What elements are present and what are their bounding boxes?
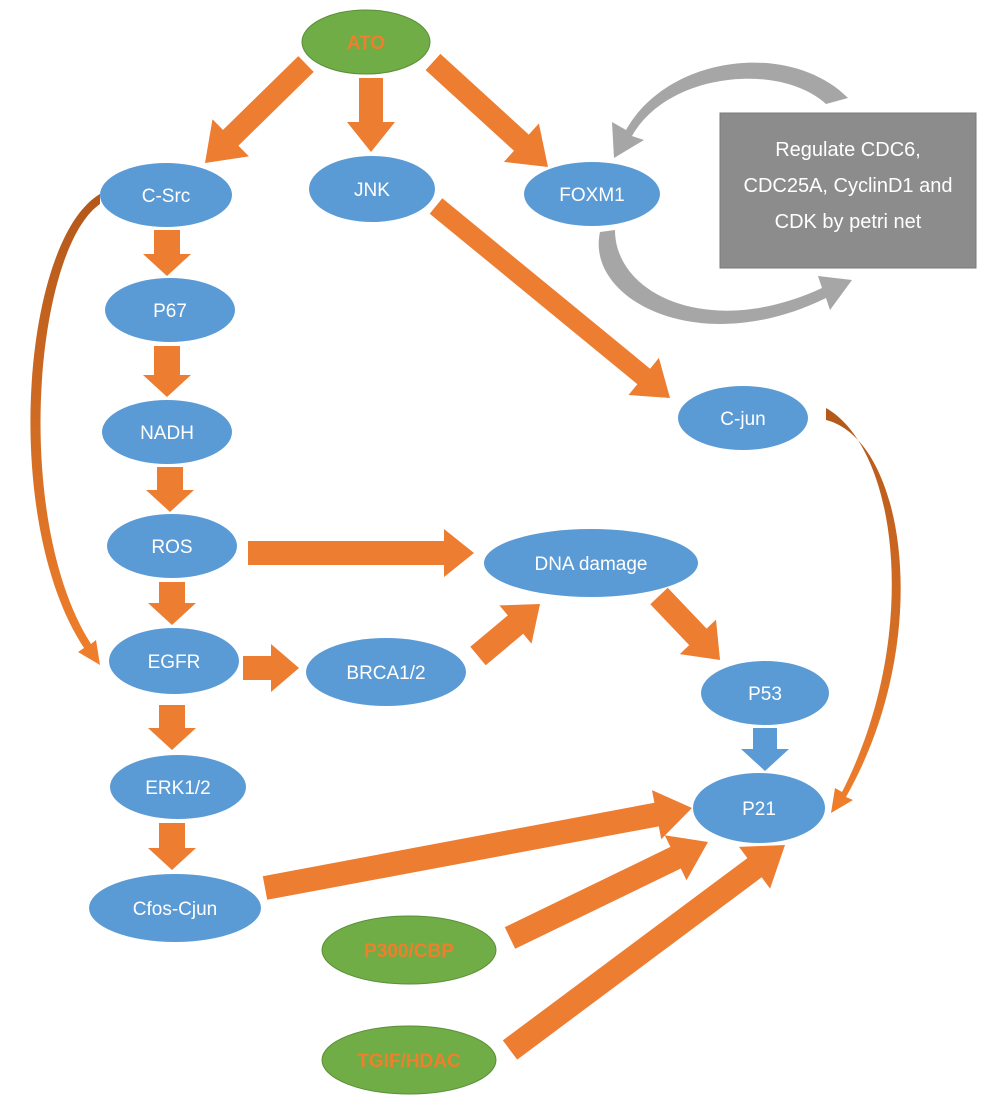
arrow-dna-p53 [650,587,720,660]
node-nadh-label: NADH [140,423,194,444]
node-ato: ATO [301,9,431,75]
petri-line-2: CDC25A, CyclinD1 and [744,175,953,197]
arrow-ros-egfr [148,582,196,625]
node-brca: BRCA1/2 [306,638,466,706]
cycle-arrow-top [612,62,848,159]
node-erk-label: ERK1/2 [145,778,210,799]
node-ros-label: ROS [151,537,192,558]
node-tgif-hdac-label: TGIF/HDAC [357,1051,461,1072]
node-p300-cbp: P300/CBP [321,915,497,985]
node-jnk: JNK [309,156,435,222]
node-jnk-label: JNK [354,180,390,201]
node-cfos-cjun: Cfos-Cjun [89,874,261,942]
arrows-layer [143,53,789,1060]
node-brca-label: BRCA1/2 [346,663,425,684]
node-tgif-hdac: TGIF/HDAC [321,1025,497,1095]
node-c-src-label: C-Src [142,186,191,207]
arrow-ato-csrc [205,56,314,163]
arrow-p53-p21 [741,728,789,771]
arrow-ros-dna [248,529,474,577]
node-p300-cbp-label: P300/CBP [364,941,454,962]
node-foxm1-label: FOXM1 [559,185,624,206]
arrow-cfos-p21 [262,790,692,900]
curved-arrow-csrc-egfr [30,194,100,665]
arrow-ato-jnk [347,78,395,152]
petri-net-box: Regulate CDC6, CDC25A, CyclinD1 and CDK … [719,112,977,269]
node-egfr: EGFR [109,628,239,694]
arrow-p300-p21 [504,835,708,949]
node-p21: P21 [693,773,825,843]
node-c-jun: C-jun [678,386,808,450]
arrow-jnk-cjun [429,198,670,398]
arrow-csrc-p67 [143,230,191,276]
arrow-p67-nadh [143,346,191,397]
node-egfr-label: EGFR [148,652,201,673]
node-p67: P67 [105,278,235,342]
node-foxm1: FOXM1 [524,162,660,226]
node-p53-label: P53 [748,684,782,705]
node-nadh: NADH [102,400,232,464]
arrow-ato-foxm1 [425,53,548,167]
node-ato-label: ATO [347,33,385,54]
node-dna-damage-label: DNA damage [534,554,647,575]
arrow-erk-cfos [148,823,196,870]
petri-line-3: CDK by petri net [775,211,922,233]
petri-line-1: Regulate CDC6, [775,139,921,161]
arrow-nadh-ros [146,467,194,512]
arrow-brca-dna [470,604,540,666]
node-cfos-cjun-label: Cfos-Cjun [133,899,217,920]
node-c-jun-label: C-jun [720,409,765,430]
arrow-tgif-p21 [502,845,785,1060]
arrow-egfr-erk [148,705,196,750]
node-p21-label: P21 [742,799,776,820]
node-c-src: C-Src [100,163,232,227]
arrow-egfr-brca [243,644,299,692]
node-p53: P53 [701,661,829,725]
node-p67-label: P67 [153,301,187,322]
curved-arrow-cjun-p21 [826,408,901,813]
cycle-arrow-bottom [598,230,852,324]
node-ros: ROS [107,514,237,578]
node-dna-damage: DNA damage [484,529,698,597]
node-erk: ERK1/2 [110,755,246,819]
